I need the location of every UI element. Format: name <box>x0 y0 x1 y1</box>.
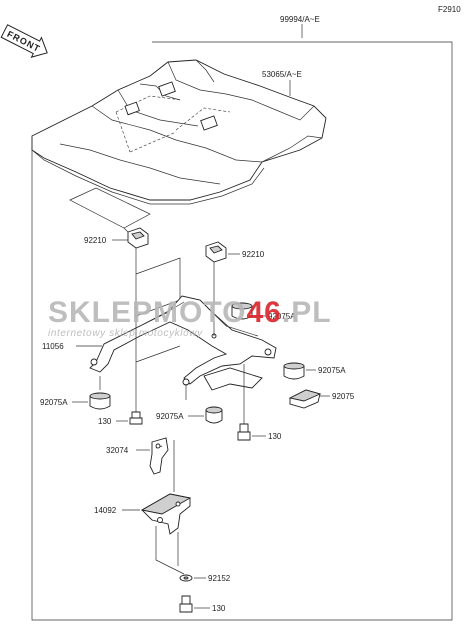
damper-mid-part <box>205 406 223 424</box>
callout-cover-assy: 99994/A~E <box>280 15 320 24</box>
callout-damper-top: 92075A <box>268 312 296 321</box>
damper-right-part <box>283 362 305 380</box>
callout-bolt-bottom: 130 <box>212 604 226 613</box>
callout-bolt-right: 130 <box>268 432 282 441</box>
callout-seat-cover: 53065/A~E <box>262 70 302 79</box>
callout-washer: 92152 <box>208 574 231 583</box>
watermark-brand-tld: .PL <box>282 296 332 329</box>
front-arrow-icon: FRONT <box>0 24 48 58</box>
callout-damper-mid: 92075A <box>156 412 184 421</box>
washer-part <box>179 574 193 582</box>
callout-damper-rect: 92075 <box>332 392 355 401</box>
plate-part <box>140 493 192 535</box>
callout-damper-right: 92075A <box>318 366 346 375</box>
watermark-brand-num: 46 <box>246 296 281 329</box>
diagram-code: F2910 <box>438 5 461 14</box>
damper-rect-part <box>288 389 322 409</box>
callout-damper-left: 92075A <box>40 398 68 407</box>
bolt-right-part <box>237 423 251 441</box>
bracket-part <box>89 295 277 391</box>
watermark-brand: SKLEPMOTO46.PL <box>48 296 332 329</box>
assembly-frame <box>31 41 453 621</box>
bolt-left-part <box>129 411 143 425</box>
watermark-brand-left: SKLEP <box>48 296 153 329</box>
seat-cover-part <box>31 59 327 205</box>
callout-bracket: 11056 <box>42 342 64 351</box>
watermark-logo: SKLEPMOTO46.PL internetowy sklep motocyk… <box>48 296 332 339</box>
nut-right-part <box>205 241 227 263</box>
bolt-bottom-part <box>179 595 193 613</box>
watermark-brand-mid: MOTO <box>153 296 246 329</box>
latch-part <box>149 437 169 475</box>
callout-nut-left: 92210 <box>84 236 107 245</box>
damper-top-part <box>231 302 253 320</box>
callout-latch: 32074 <box>106 446 129 455</box>
callout-plate: 14092 <box>94 506 117 515</box>
damper-left-part <box>89 392 111 410</box>
watermark-tagline: internetowy sklep motocyklowy <box>48 328 203 339</box>
callout-nut-right: 92210 <box>242 250 265 259</box>
callout-bolt-left: 130 <box>98 417 112 426</box>
nut-left-part <box>127 227 149 249</box>
